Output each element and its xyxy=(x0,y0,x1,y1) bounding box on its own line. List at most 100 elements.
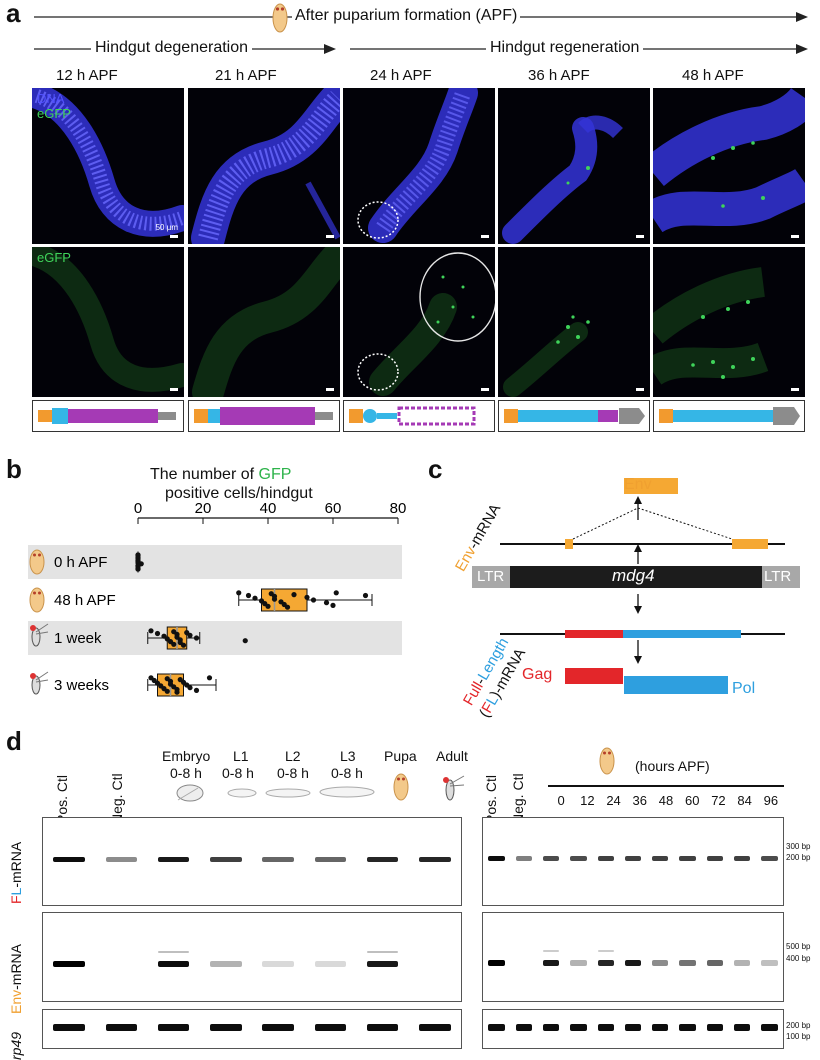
hindgut-schematic-21h xyxy=(188,400,340,432)
stain-egfp-label: eGFP xyxy=(37,106,71,121)
data-point xyxy=(171,641,177,647)
scale-bar xyxy=(481,235,489,238)
bp-marker-300: 300 bp xyxy=(786,842,811,851)
env-protein-label: Env xyxy=(624,476,652,493)
gel-fl-left xyxy=(42,817,462,906)
bp-marker-200-rp49: 200 bp xyxy=(786,1021,811,1030)
hour-label: 36 xyxy=(632,793,647,808)
data-point xyxy=(333,590,339,596)
data-point xyxy=(236,590,242,596)
gel-band xyxy=(314,857,347,862)
data-point xyxy=(362,592,369,599)
lane-label-adult: Adult xyxy=(436,748,468,764)
gel-band xyxy=(488,1024,505,1031)
panel-a-letter: a xyxy=(6,0,21,28)
gel-band xyxy=(570,960,587,966)
micrograph-egfp-36h xyxy=(498,247,650,397)
hours-bracket-line xyxy=(548,785,784,787)
hour-label: 12 xyxy=(580,793,595,808)
data-point xyxy=(187,685,193,691)
hour-label: 84 xyxy=(737,793,752,808)
gel-band xyxy=(157,951,190,953)
gel-band xyxy=(488,856,505,861)
row-label-fl-mrna: FL-mRNA xyxy=(8,841,24,904)
fly-icon xyxy=(443,775,465,801)
gel-env-right xyxy=(482,912,784,1002)
pupa-icon xyxy=(29,549,45,575)
x-tick-label: 0 xyxy=(134,500,142,517)
data-point xyxy=(154,630,161,637)
gel-band xyxy=(210,961,242,967)
gel-rp49-right xyxy=(482,1009,784,1049)
lane-sublabel-l3: 0-8 h xyxy=(331,765,363,781)
data-point xyxy=(242,638,248,644)
gel-band xyxy=(157,961,190,967)
gel-band xyxy=(597,960,614,966)
gel-band xyxy=(652,1024,669,1031)
pupa-icon xyxy=(272,3,288,33)
data-point xyxy=(271,596,278,602)
timepoint-12h: 12 h APF xyxy=(56,67,118,84)
gel-band xyxy=(262,857,294,862)
gel-band xyxy=(570,856,587,861)
pol-label: Pol xyxy=(732,680,756,697)
data-point xyxy=(265,603,271,609)
gel-band xyxy=(366,951,399,953)
data-point xyxy=(304,594,310,600)
lane-label-l2: L2 xyxy=(285,748,301,764)
category-label: 48 h APF xyxy=(54,592,116,609)
data-point xyxy=(148,628,154,634)
data-point xyxy=(330,602,336,608)
hour-label: 72 xyxy=(711,793,726,808)
hour-label: 24 xyxy=(606,793,621,808)
data-point xyxy=(193,635,200,641)
gel-band xyxy=(652,856,669,861)
gel-env-left xyxy=(42,912,462,1002)
micrograph-dna-21h xyxy=(188,88,340,244)
pupa-icon xyxy=(393,773,409,801)
gel-band xyxy=(53,1024,85,1031)
hours-apf-label: (hours APF) xyxy=(635,758,710,774)
bp-marker-200: 200 bp xyxy=(786,853,811,862)
hindgut-schematic-24h xyxy=(343,400,495,432)
scale-bar xyxy=(791,388,799,391)
micrograph-dna-12h: DNA eGFP 50 µm xyxy=(32,88,184,244)
scale-bar xyxy=(326,235,334,238)
micrograph-dna-36h xyxy=(498,88,650,244)
degeneration-label: Hindgut degeneration xyxy=(91,39,253,57)
gel-band xyxy=(597,950,614,952)
lane-sublabel-l2: 0-8 h xyxy=(277,765,309,781)
scale-bar xyxy=(636,235,644,238)
lane-label-pupa: Pupa xyxy=(384,748,417,764)
bp-marker-500: 500 bp xyxy=(786,942,811,951)
scale-bar xyxy=(636,388,644,391)
scale-bar xyxy=(481,388,489,391)
gel-band xyxy=(543,960,560,966)
gel-band xyxy=(733,1024,751,1031)
micrograph-egfp-12h: eGFP xyxy=(32,247,184,397)
gel-band xyxy=(679,1024,696,1031)
gag-label: Gag xyxy=(522,666,553,683)
scale-bar xyxy=(170,235,178,238)
chart-title-line2: positive cells/hindgut xyxy=(165,485,313,502)
panel-c-letter: c xyxy=(428,454,443,484)
gel-band xyxy=(733,960,751,966)
pupa-icon xyxy=(599,747,615,775)
x-tick-label: 80 xyxy=(390,500,407,517)
gel-band xyxy=(515,1024,533,1031)
gel-band xyxy=(624,856,642,861)
gel-band xyxy=(366,961,399,967)
larva-icon xyxy=(265,788,311,798)
gel-band xyxy=(543,950,560,952)
gel-band xyxy=(543,1024,560,1031)
gel-band xyxy=(419,857,451,862)
stain-dna-label: DNA xyxy=(37,91,65,106)
timepoint-21h: 21 h APF xyxy=(215,67,277,84)
gel-band xyxy=(314,1024,347,1031)
panel-b-letter: b xyxy=(6,454,22,484)
lane-label-embryo: Embryo xyxy=(162,748,211,764)
element-label: mdg4 xyxy=(612,566,655,585)
regeneration-label: Hindgut regeneration xyxy=(486,39,644,57)
data-point xyxy=(323,600,330,606)
gel-band xyxy=(679,856,696,861)
